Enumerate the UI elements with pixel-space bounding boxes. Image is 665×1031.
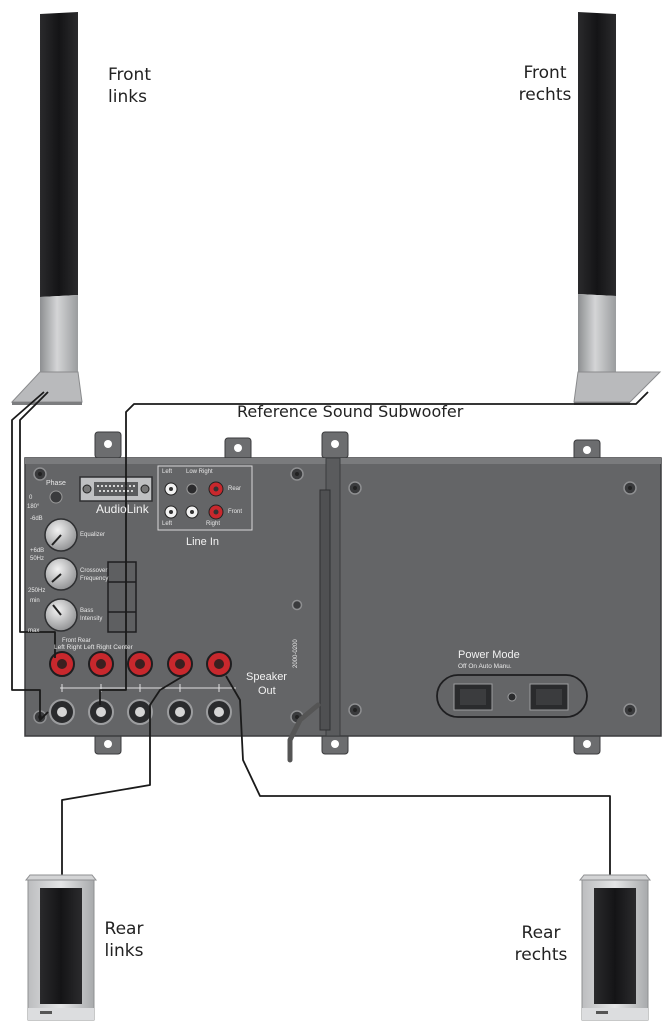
rear-left-label: Rear links [96, 918, 152, 962]
crossover-label: Crossover [80, 568, 108, 574]
equalizer-label: Equalizer [80, 532, 106, 538]
front-left-label-line2: links [108, 87, 147, 107]
bass-max-label: max [28, 628, 40, 634]
front-left-speaker-base [40, 295, 78, 372]
crossover-hz-250: 250Hz [28, 588, 46, 594]
subwoofer-panel [24, 431, 662, 755]
rear-left-label-line1: Rear [104, 919, 144, 939]
power-mode-options: Off On Auto Manu. [458, 663, 512, 670]
eq-db-minus: -6dB [30, 516, 43, 522]
audiolink-connector [79, 476, 153, 502]
speaker-out-terminals [49, 651, 236, 725]
subwoofer-title: Reference Sound Subwoofer [237, 402, 464, 421]
rear-right-speaker [578, 874, 652, 1021]
line-in-jacks [164, 481, 224, 520]
front-left-label-line1: Front [108, 65, 151, 85]
rear-left-speaker [24, 874, 98, 1021]
speaker-cables [11, 391, 649, 875]
power-mode-switch [436, 674, 588, 718]
crossover-hz-50: 50Hz [30, 556, 45, 562]
frequency-label: Frequency [80, 576, 109, 582]
speaker-out-line2: Out [258, 685, 276, 697]
line-in-low-right: Low Right [186, 469, 213, 475]
speaker-out-line1: Speaker [246, 671, 287, 683]
phase-0-label: 0 [29, 495, 33, 501]
front-rear-label: Front Rear [62, 638, 91, 644]
line-in-front: Front [228, 509, 243, 515]
line-in-label: Line In [186, 536, 220, 548]
line-in-right: Right [206, 521, 221, 527]
phase-180-label: 180° [27, 504, 40, 510]
front-right-speaker-foot [573, 371, 662, 403]
front-left-speaker-grille [40, 12, 78, 297]
audiolink-label: AudioLink [96, 502, 149, 516]
front-left-label: Front links [108, 64, 151, 108]
front-left-speaker [10, 12, 83, 405]
bass-label: Bass [80, 608, 94, 614]
terminal-channel-labels: Left Right Left Right Center [54, 644, 133, 651]
bass-min-label: min [30, 598, 40, 604]
eq-db-plus: +6dB [30, 548, 45, 554]
control-knobs [44, 518, 78, 632]
serial-label: 2000-0200 [293, 639, 299, 668]
rear-right-label-line2: rechts [514, 945, 568, 965]
phase-switch [49, 490, 63, 504]
power-mode-label: Power Mode [458, 649, 520, 661]
line-in-left-bottom: Left [162, 521, 173, 527]
front-left-speaker-foot [10, 371, 83, 403]
front-right-label: Front rechts [508, 62, 582, 106]
intensity-label: Intensity [80, 616, 103, 622]
line-in-left-top: Left [162, 469, 173, 475]
center-bracket [107, 561, 137, 633]
front-right-speaker-grille [578, 12, 616, 296]
rear-left-label-line2: links [104, 941, 144, 961]
phase-label: Phase [46, 480, 66, 487]
front-right-speaker [573, 12, 662, 405]
rear-right-label: Rear rechts [508, 922, 574, 966]
line-in-rear: Rear [228, 486, 242, 492]
front-right-label-line2: rechts [518, 85, 572, 105]
front-right-label-line1: Front [523, 63, 567, 83]
front-right-speaker-base [578, 294, 616, 372]
rear-right-label-line1: Rear [521, 923, 561, 943]
